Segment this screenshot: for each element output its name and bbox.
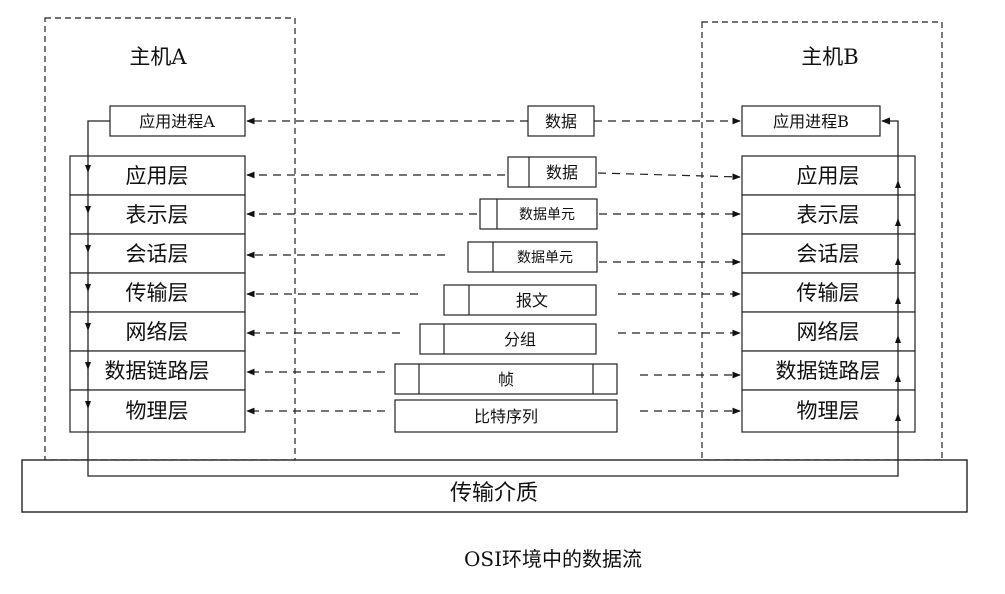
- host-b-title: 主机B: [801, 45, 858, 69]
- layer-b-application-label: 应用层: [797, 164, 860, 188]
- unit-physical: [394, 399, 618, 433]
- layer-b-datalink-label: 数据链路层: [776, 359, 881, 383]
- diagram-caption: OSI环境中的数据流: [464, 547, 642, 571]
- unit-network: [419, 323, 597, 355]
- layer-a-datalink: [69, 350, 246, 391]
- unit-network-label: 分组: [504, 330, 536, 349]
- host-a-boundary: [44, 17, 296, 461]
- host-a-layer-stack: 应用层 表示层 会话层 传输层 网络层 数据链路层 物理层: [69, 155, 246, 433]
- layer-a-network-label: 网络层: [126, 320, 189, 344]
- arrows-to-host-a: [246, 171, 505, 415]
- unit-transport-label: 报文: [516, 291, 548, 310]
- unit-session: [467, 241, 598, 273]
- host-b-boundary: [701, 21, 943, 461]
- layer-a-transport-label: 传输层: [126, 281, 189, 305]
- process-a-label: 应用进程A: [139, 112, 215, 131]
- layer-b-datalink: [741, 350, 916, 391]
- host-a-title: 主机A: [129, 45, 187, 69]
- host-b-layer-stack: 应用层 表示层 会话层 传输层 网络层 数据链路层 物理层: [741, 155, 916, 433]
- layer-b-session: [741, 233, 916, 274]
- layer-b-network-label: 网络层: [797, 320, 860, 344]
- unit-presentation-label: 数据单元: [519, 207, 575, 223]
- layer-a-application-label: 应用层: [126, 164, 189, 188]
- unit-physical-label: 比特序列: [474, 407, 538, 426]
- unit-application: [507, 156, 597, 188]
- transmission-medium: [21, 459, 968, 513]
- unit-presentation: [479, 198, 598, 230]
- arrows-to-host-b: [597, 172, 741, 415]
- layer-b-presentation-label: 表示层: [797, 203, 860, 227]
- layer-b-application: [741, 155, 916, 196]
- data-units: 数据 数据单元 数据单元 报文 分组 帧 比特序列: [394, 156, 618, 433]
- layer-a-session: [69, 233, 246, 274]
- data-flow-path: [87, 117, 899, 477]
- top-data-label: 数据: [545, 112, 577, 131]
- layer-b-network: [741, 311, 916, 352]
- layer-b-physical: [741, 389, 916, 433]
- process-b-label: 应用进程B: [773, 112, 849, 131]
- layer-b-transport-label: 传输层: [797, 281, 860, 305]
- layer-b-physical-label: 物理层: [797, 399, 860, 423]
- unit-application-label: 数据: [546, 163, 578, 182]
- layer-a-datalink-label: 数据链路层: [105, 359, 210, 383]
- unit-datalink-label: 帧: [498, 370, 514, 389]
- layer-b-presentation: [741, 194, 916, 235]
- layer-a-presentation: [69, 194, 246, 235]
- unit-session-label: 数据单元: [517, 250, 573, 266]
- layer-a-transport: [69, 272, 246, 313]
- process-a-box: [109, 105, 246, 137]
- process-b-box: [741, 105, 881, 137]
- layer-b-session-label: 会话层: [797, 242, 860, 266]
- transmission-medium-label: 传输介质: [450, 481, 538, 506]
- layer-a-presentation-label: 表示层: [126, 203, 189, 227]
- layer-a-physical-label: 物理层: [126, 399, 189, 423]
- down-arrows-host-a: [85, 165, 91, 409]
- up-arrows-host-b: [895, 180, 901, 421]
- layer-a-session-label: 会话层: [126, 242, 189, 266]
- layer-a-application: [69, 155, 246, 196]
- unit-datalink: [394, 363, 618, 395]
- layer-b-transport: [741, 272, 916, 313]
- layer-a-physical: [69, 389, 246, 433]
- layer-a-network: [69, 311, 246, 352]
